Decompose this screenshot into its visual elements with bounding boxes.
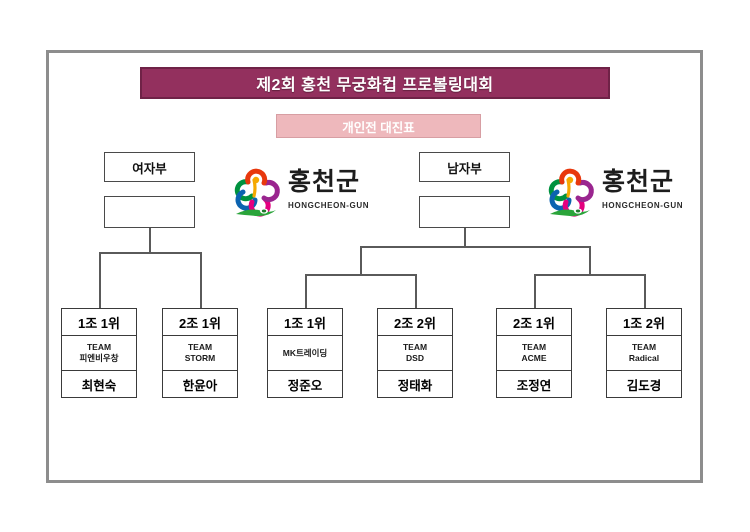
bracket-line-mens-semi-left-stem	[360, 246, 362, 274]
competitor-player: 한윤아	[182, 378, 218, 393]
page-title: 제2회 홍천 무궁화컵 프로볼링대회	[140, 67, 610, 99]
mens-winner-slot	[419, 196, 510, 228]
hongcheon-flower-emblem-icon	[542, 166, 598, 222]
bracket-line-mens-semi-right-drop-b	[644, 274, 646, 308]
competitor-team-line1: TEAM	[631, 342, 657, 353]
competitor-rank: 1조 2위	[607, 309, 681, 336]
bracket-line-womens-crossbar	[99, 252, 200, 254]
page-subtitle: 개인전 대진표	[276, 114, 481, 138]
competitor-rank: 2조 1위	[497, 309, 571, 336]
hongcheon-flower-emblem-icon	[228, 166, 284, 222]
competitor-team: TEAM STORM	[163, 336, 237, 371]
bracket-line-mens-semi-left-crossbar	[305, 274, 416, 276]
competitor-card[interactable]: 1조 1위 TEAM 피엔비우창 최현숙	[61, 308, 137, 398]
division-header-womens: 여자부	[104, 152, 195, 182]
competitor-card[interactable]: 2조 1위 TEAM STORM 한윤아	[162, 308, 238, 398]
hongcheon-gun-wordmark: 홍천군 HONGCHEON-GUN	[602, 170, 707, 213]
bracket-line-mens-semi-left-drop-b	[415, 274, 417, 308]
competitor-card[interactable]: 1조 1위 MK트레이딩 정준오	[267, 308, 343, 398]
competitor-player: 정태화	[397, 378, 433, 393]
bracket-line-mens-semi-right-drop-a	[534, 274, 536, 308]
competitor-card[interactable]: 1조 2위 TEAM Radical 김도경	[606, 308, 682, 398]
competitor-team-line1: MK트레이딩	[282, 347, 328, 358]
competitor-rank: 2조 2위	[378, 309, 452, 336]
competitor-player: 조정연	[516, 378, 552, 393]
hongcheon-gun-wordmark: 홍천군 HONGCHEON-GUN	[288, 170, 393, 213]
bracket-line-womens-stem	[149, 228, 151, 252]
competitor-team: TEAM 피엔비우창	[62, 336, 136, 371]
competitor-team-line2: Radical	[628, 353, 660, 363]
competitor-team: TEAM ACME	[497, 336, 571, 371]
competitor-team-line1: TEAM	[86, 342, 112, 353]
competitor-card[interactable]: 2조 2위 TEAM DSD 정태화	[377, 308, 453, 398]
hongcheon-gun-logo-right: 홍천군 HONGCHEON-GUN	[542, 166, 707, 222]
competitor-rank: 2조 1위	[163, 309, 237, 336]
competitor-player: 최현숙	[81, 378, 117, 393]
competitor-team-line1: TEAM	[521, 342, 547, 353]
logo-english-text: HONGCHEON-GUN	[288, 201, 370, 210]
competitor-rank: 1조 1위	[268, 309, 342, 336]
competitor-player: 김도경	[626, 378, 662, 393]
competitor-team-line1: TEAM	[187, 342, 213, 353]
competitor-team: TEAM Radical	[607, 336, 681, 371]
womens-winner-slot	[104, 196, 195, 228]
competitor-team-line1: TEAM	[402, 342, 428, 353]
logo-korean-text: 홍천군	[602, 168, 675, 196]
bracket-line-mens-semi-right-crossbar	[534, 274, 645, 276]
bracket-line-womens-right-drop	[200, 252, 202, 308]
bracket-line-mens-crossbar	[360, 246, 590, 248]
logo-english-text: HONGCHEON-GUN	[602, 201, 684, 210]
competitor-team-line2: 피엔비우창	[79, 353, 119, 363]
division-header-mens: 남자부	[419, 152, 510, 182]
competitor-card[interactable]: 2조 1위 TEAM ACME 조정연	[496, 308, 572, 398]
competitor-team-line2: STORM	[184, 353, 216, 363]
bracket-line-womens-left-drop	[99, 252, 101, 308]
competitor-player: 정준오	[287, 378, 323, 393]
competitor-team: MK트레이딩	[268, 336, 342, 371]
competitor-team: TEAM DSD	[378, 336, 452, 371]
competitor-team-line2: DSD	[406, 353, 424, 363]
bracket-line-mens-semi-left-drop-a	[305, 274, 307, 308]
hongcheon-gun-logo-left: 홍천군 HONGCHEON-GUN	[228, 166, 393, 222]
competitor-rank: 1조 1위	[62, 309, 136, 336]
bracket-line-mens-stem	[464, 228, 466, 246]
bracket-line-mens-semi-right-stem	[589, 246, 591, 274]
competitor-team-line2: ACME	[521, 353, 547, 363]
logo-korean-text: 홍천군	[288, 168, 361, 196]
